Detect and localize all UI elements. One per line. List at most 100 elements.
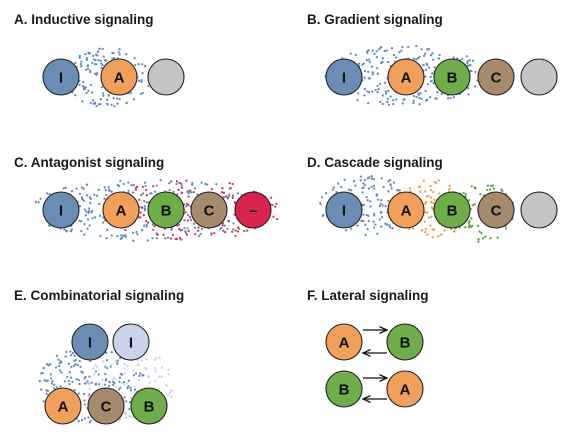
signal-dot bbox=[426, 233, 429, 236]
signal-dot bbox=[389, 178, 392, 182]
signal-dot bbox=[186, 219, 190, 222]
signal-dot bbox=[221, 187, 224, 190]
signal-dot bbox=[426, 83, 430, 86]
signal-dot bbox=[87, 211, 90, 214]
signal-dot bbox=[135, 185, 139, 188]
signal-dot bbox=[155, 232, 158, 235]
signal-dot bbox=[187, 204, 190, 207]
signal-dot bbox=[391, 227, 394, 230]
signal-dot bbox=[324, 192, 328, 195]
signal-dot bbox=[374, 223, 377, 226]
signal-dot bbox=[139, 92, 142, 96]
signal-dot bbox=[134, 372, 138, 375]
signal-dot bbox=[99, 59, 102, 63]
signal-dot bbox=[51, 379, 54, 383]
signal-dot bbox=[106, 366, 109, 370]
panel-c-title: C. Antagonist signaling bbox=[14, 155, 165, 170]
signal-dot bbox=[486, 188, 489, 192]
signal-dot bbox=[246, 229, 249, 232]
signal-dot bbox=[49, 377, 53, 380]
signal-dot bbox=[81, 371, 84, 374]
panel-b-cell-a-body bbox=[387, 58, 425, 96]
signal-dot bbox=[85, 58, 88, 61]
signal-dot bbox=[83, 223, 86, 226]
signal-dot bbox=[468, 199, 471, 202]
signal-dot bbox=[120, 373, 124, 376]
signal-dot bbox=[429, 54, 433, 57]
signal-dot bbox=[150, 192, 153, 195]
signal-dot bbox=[452, 96, 455, 99]
signal-dot bbox=[100, 62, 103, 65]
signal-dot bbox=[168, 391, 172, 394]
signal-dot bbox=[86, 381, 89, 385]
panel-e-cell-c-label: C bbox=[101, 399, 112, 416]
signal-dot bbox=[94, 364, 97, 367]
signal-dot bbox=[429, 188, 433, 192]
signal-dot bbox=[361, 191, 364, 194]
signal-dot bbox=[432, 82, 435, 85]
signal-dot bbox=[380, 216, 384, 219]
signal-dot bbox=[380, 177, 383, 180]
signal-dot bbox=[473, 203, 476, 206]
signal-dot bbox=[40, 388, 43, 391]
panel-d-cell-c: C bbox=[477, 191, 515, 229]
signal-dot bbox=[381, 94, 385, 97]
signal-dot bbox=[388, 226, 392, 229]
signal-dot bbox=[377, 48, 381, 51]
panel-c-antagonist-cell: – bbox=[234, 191, 272, 229]
signal-dot bbox=[144, 366, 147, 370]
signal-dot bbox=[90, 381, 93, 384]
signal-dot bbox=[76, 363, 79, 367]
signal-dot bbox=[200, 227, 204, 231]
signal-dot bbox=[470, 217, 473, 220]
signal-dot bbox=[236, 226, 240, 229]
signal-dot bbox=[45, 363, 49, 366]
signal-dot bbox=[43, 379, 46, 382]
signal-dot bbox=[477, 240, 480, 243]
signal-dot bbox=[387, 60, 390, 64]
signal-dot bbox=[420, 229, 424, 232]
signal-dot bbox=[77, 378, 80, 382]
signal-dot bbox=[435, 97, 438, 100]
signal-dot bbox=[403, 98, 406, 101]
signal-dot bbox=[197, 226, 200, 229]
signal-dot bbox=[151, 228, 155, 232]
signal-dot bbox=[371, 73, 375, 76]
signal-dot bbox=[271, 203, 274, 207]
signal-dot bbox=[94, 382, 98, 385]
signal-dot bbox=[429, 96, 432, 99]
signal-dot bbox=[82, 199, 85, 202]
signal-dot bbox=[392, 53, 396, 57]
signal-dot bbox=[388, 224, 391, 227]
signal-dot bbox=[372, 184, 376, 188]
signal-dot bbox=[363, 87, 367, 91]
signal-dot bbox=[376, 232, 379, 235]
signal-dot bbox=[234, 234, 237, 238]
signal-dot bbox=[376, 84, 379, 88]
panel-a-cell-a-body bbox=[100, 58, 138, 96]
signal-dot bbox=[108, 384, 111, 388]
signal-dot bbox=[387, 103, 390, 106]
signal-dot bbox=[94, 370, 98, 373]
signal-dot bbox=[366, 90, 369, 93]
signal-dot bbox=[133, 56, 136, 60]
signal-dot bbox=[45, 392, 48, 396]
signal-dot bbox=[101, 64, 104, 67]
signal-dot bbox=[430, 215, 433, 218]
signal-dot bbox=[222, 191, 226, 195]
signal-dot bbox=[80, 186, 84, 189]
signal-dot bbox=[99, 234, 102, 238]
panel-b-cell-c: C bbox=[477, 58, 515, 96]
signal-dot bbox=[64, 186, 67, 189]
panel-e-cell-a-body bbox=[44, 387, 82, 425]
signal-dot bbox=[401, 102, 404, 105]
signal-dot bbox=[77, 392, 80, 395]
signal-dot bbox=[88, 224, 91, 227]
signal-dot bbox=[236, 192, 240, 195]
signal-dot bbox=[484, 235, 487, 238]
signal-dot bbox=[400, 49, 403, 52]
signal-dot bbox=[269, 196, 273, 199]
signal-dot bbox=[93, 372, 96, 376]
signal-dot bbox=[117, 51, 120, 54]
panel-a-cell-a-label: A bbox=[114, 70, 125, 87]
